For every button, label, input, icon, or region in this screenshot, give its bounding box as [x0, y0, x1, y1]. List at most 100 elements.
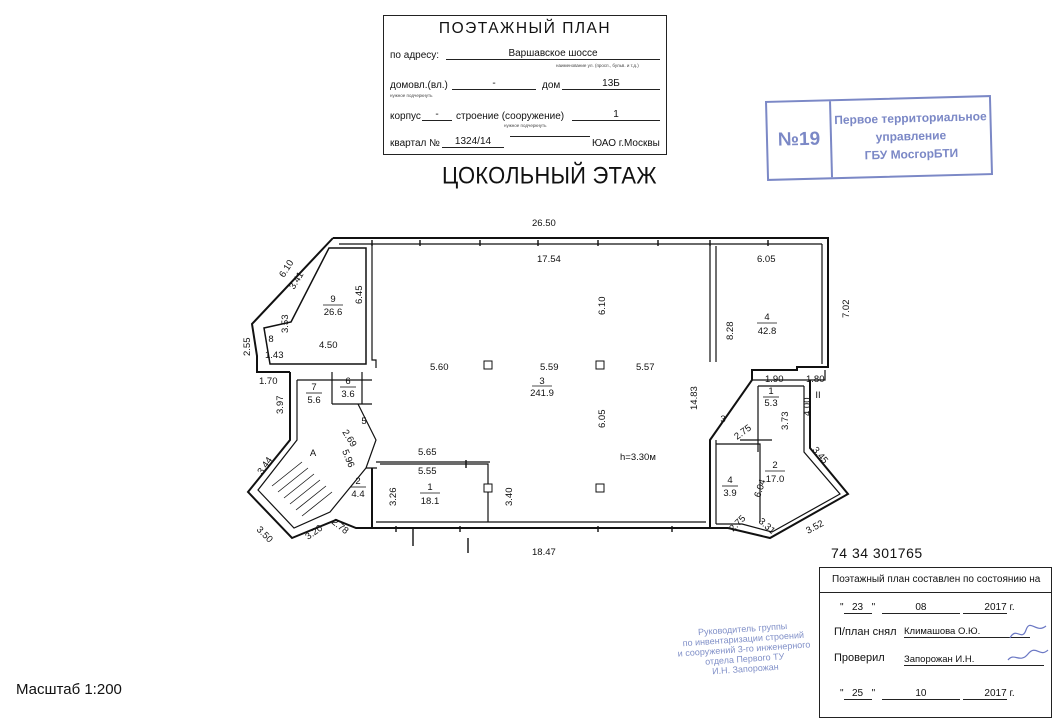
dim-269: 2.69: [339, 428, 358, 450]
room-number: 4: [764, 312, 769, 323]
room-6: 6 3.6: [340, 376, 356, 400]
checked-by: Запорожан И.Н.: [904, 654, 1044, 666]
room-2-right: 2 17.0: [765, 460, 785, 485]
room-area: 42.8: [758, 326, 777, 337]
room-number: 3: [539, 376, 544, 387]
dim-604: 6.04: [752, 478, 768, 499]
dim-mid-width: 5.59: [540, 362, 559, 373]
house-note: нужное подчеркнуть: [390, 93, 433, 98]
date1-suffix: г.: [1009, 602, 1015, 613]
dim-344: 3.44: [255, 455, 275, 476]
dim-right-room-top: 6.05: [757, 254, 776, 265]
date1-month: 08: [881, 602, 960, 614]
taken-by: Климашова О.Ю.: [904, 626, 1030, 638]
plan-header: ПОЭТАЖНЫЙ ПЛАН по адресу: Варшавское шос…: [383, 15, 667, 155]
dim-left-width: 5.60: [430, 362, 449, 373]
stair-label: А: [310, 448, 317, 459]
room-number: 1: [427, 482, 432, 493]
room-area: 3.6: [341, 389, 354, 400]
room-number: 5: [361, 416, 366, 427]
house-value: -: [452, 78, 536, 90]
dim-top-total: 26.50: [532, 218, 556, 229]
dim-645: 6.45: [354, 286, 365, 305]
dim-hall-mid-v: 6.10: [597, 297, 608, 316]
room-number: 8: [268, 334, 273, 345]
room-area: 3.9: [723, 488, 736, 499]
date1-day: 23: [843, 602, 872, 614]
scale-label: Масштаб 1:200: [16, 681, 122, 698]
dim-hall-depth: 14.83: [689, 386, 700, 410]
dim-353: 3.53: [280, 315, 291, 334]
address-value: Варшавское шоссе: [446, 48, 660, 60]
room-number: 3: [720, 414, 725, 425]
dim-450: 4.50: [319, 340, 338, 351]
room-2-left: 2 4.4: [350, 476, 366, 500]
kvartal-blank: [510, 136, 590, 137]
dim-352: 3.52: [804, 518, 825, 536]
building-note: нужное подчеркнуть: [504, 123, 547, 128]
dim-room1-top: 5.65: [418, 447, 437, 458]
room-area: 17.0: [766, 474, 785, 485]
date2-year: 2017: [962, 688, 1007, 700]
korpus-value: -: [422, 109, 452, 121]
dim-room4-side: 8.28: [725, 322, 736, 341]
signature-marks: [1007, 624, 1049, 661]
room-number: 9: [330, 294, 335, 305]
dim-596: 5.96: [339, 448, 356, 469]
floor-title: ЦОКОЛЬНЫЙ ЭТАЖ: [442, 161, 657, 189]
room-number: 1: [768, 386, 773, 397]
building-label: строение (сооружение): [456, 111, 565, 122]
address-note: наименование ул. (просп., бульв. и т.д.): [556, 63, 639, 68]
date1: "23" 08 2017 г.: [840, 602, 1015, 614]
dim-331: 3.31: [756, 516, 777, 537]
room-4-right: 4 42.8: [757, 312, 777, 337]
dim-278: 2.78: [329, 517, 350, 537]
room-number: 2: [355, 476, 360, 487]
room-7: 7 5.6: [306, 382, 322, 406]
dim-right-width: 5.57: [636, 362, 655, 373]
room-area: 241.9: [530, 388, 554, 399]
dim-170: 1.70: [259, 376, 278, 387]
room-4-stair-right: 4 3.9: [722, 475, 738, 499]
room-area: 26.6: [324, 307, 343, 318]
dim-350: 3.50: [254, 524, 275, 545]
dim-400: 4.00: [802, 398, 813, 417]
date2-month: 10: [881, 688, 960, 700]
dim-right-height: 7.02: [841, 300, 852, 319]
date2-day: 25: [843, 688, 872, 700]
dim-397: 3.97: [275, 396, 286, 415]
room-area: 5.6: [307, 395, 320, 406]
korpus-label: корпус: [390, 111, 421, 122]
room-1-left: 1 18.1: [420, 482, 440, 507]
room-number: 7: [311, 382, 316, 393]
room-1-right: 1 5.3: [763, 386, 779, 409]
address-label: по адресу:: [390, 50, 440, 61]
dim-190: 1.90: [765, 374, 784, 385]
room-area: 5.3: [764, 398, 777, 409]
kvartal-value: 1324/14: [442, 136, 504, 148]
house-label: домовл.(вл.): [390, 80, 448, 91]
room-area: 18.1: [421, 496, 440, 507]
dim-275b: 2.75: [727, 513, 748, 534]
dim-hall-low-v: 6.05: [597, 410, 608, 429]
room-number: 4: [727, 475, 732, 486]
kvartal-label: квартал №: [390, 138, 440, 149]
dim-bottom-total: 18.47: [532, 547, 556, 558]
room-9: 9 26.6: [323, 294, 343, 318]
room-3-right: 3: [720, 414, 725, 425]
dim-180: 1.80: [806, 374, 825, 385]
dim-255: 2.55: [242, 338, 253, 357]
district: ЮАО г.Москвы: [592, 138, 660, 149]
roman-one-mark: I: [467, 544, 470, 555]
room-8: 8: [268, 334, 273, 345]
date1-year: 2017: [962, 602, 1007, 614]
room-area: 4.4: [351, 489, 364, 500]
dim-143: 1.43: [265, 350, 284, 361]
dim-373: 3.73: [780, 412, 791, 431]
dim-height-note: h=3.30м: [620, 452, 656, 463]
room-number: 2: [772, 460, 777, 471]
taken-label: П/план снял: [834, 626, 897, 638]
room-number: 6: [345, 376, 350, 387]
dim-room1-inner: 5.55: [418, 466, 437, 477]
